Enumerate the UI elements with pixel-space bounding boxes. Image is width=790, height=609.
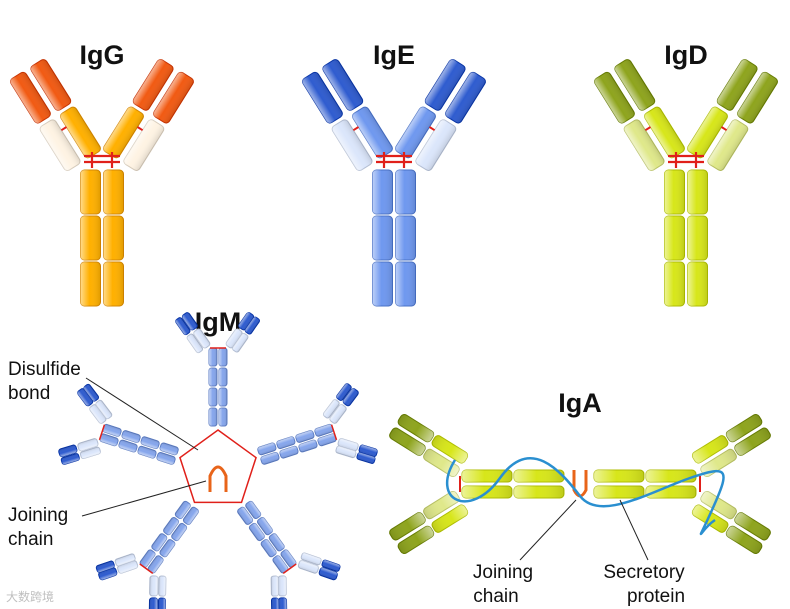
igm-joining-leader-line [81, 480, 207, 517]
disulfide-bond [136, 126, 144, 132]
disulfide-leader-line [85, 377, 199, 451]
disulfide-bond-label: Disulfide bond [8, 359, 199, 451]
svg-text:chain: chain [473, 586, 518, 607]
right-fab-arm [395, 59, 486, 171]
disulfide-bond [644, 126, 652, 132]
svg-text:Secretory: Secretory [603, 562, 685, 583]
svg-text:bond: bond [8, 383, 50, 404]
disulfide-bond [428, 126, 436, 132]
left-fab-arm [594, 59, 685, 171]
secretory-component [446, 456, 725, 535]
disulfide-bond [60, 126, 68, 132]
igm-monomer [95, 500, 199, 609]
ige-antibody [302, 59, 486, 307]
svg-text:chain: chain [8, 529, 53, 550]
iga-left-monomer [389, 413, 565, 555]
right-fab-arm [687, 59, 778, 171]
secretory-protein-label: Secretory protein [603, 499, 685, 607]
svg-text:Joining: Joining [8, 505, 68, 526]
igm-pentamer [58, 312, 378, 609]
pentamer-disulfide-ring [179, 429, 257, 504]
hinge-disulfide-bonds [376, 152, 412, 168]
left-fab-arm [10, 59, 101, 171]
ige-title: IgE [373, 40, 415, 70]
iga-right-monomer [593, 413, 771, 555]
hinge-disulfide-bonds [84, 152, 120, 168]
disulfide-bond [352, 126, 360, 132]
igg-title: IgG [80, 40, 125, 70]
igd-title: IgD [664, 40, 708, 70]
left-fab-arm [302, 59, 393, 171]
iga-joining-chain-label: Joining chain [473, 499, 577, 607]
igm-monomer [175, 312, 260, 427]
watermark-text: 大数跨境 [6, 589, 54, 604]
svg-text:Joining: Joining [473, 562, 533, 583]
hinge-disulfide-bonds [668, 152, 704, 168]
secretory-leader-line [619, 499, 649, 561]
igg-antibody [10, 59, 194, 307]
iga-joining-leader-line [519, 499, 577, 561]
svg-text:Disulfide: Disulfide [8, 359, 81, 380]
iga-title: IgA [558, 388, 602, 418]
disulfide-bond [720, 126, 728, 132]
svg-text:protein: protein [627, 586, 685, 607]
igm-joining-chain [208, 465, 228, 492]
igm-monomer [58, 383, 179, 465]
right-fab-arm [103, 59, 194, 171]
igm-joining-chain-label: Joining chain [8, 480, 207, 550]
igm-monomer [237, 500, 341, 609]
igd-antibody [594, 59, 778, 307]
igm-monomer [257, 383, 378, 465]
iga-dimer [389, 413, 771, 555]
